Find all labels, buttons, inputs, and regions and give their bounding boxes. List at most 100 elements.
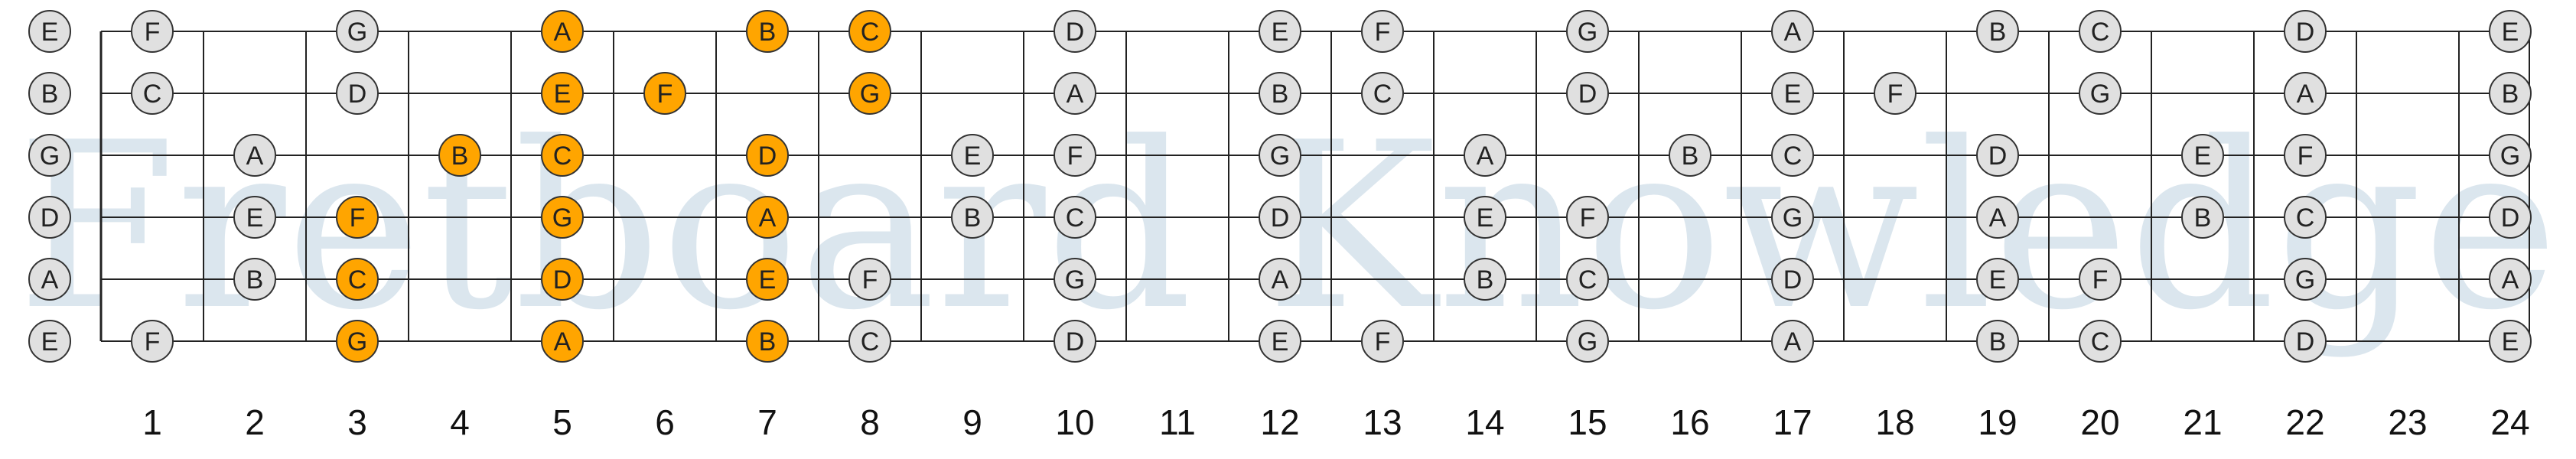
note-label: B — [2194, 203, 2212, 233]
fret-note: E — [951, 134, 994, 177]
note-circle — [951, 134, 994, 177]
note-label: B — [2502, 80, 2519, 109]
fret-note: D — [1771, 258, 1814, 301]
note-circle — [1771, 134, 1814, 177]
note-label: F — [657, 80, 673, 109]
note-label: F — [2092, 265, 2109, 295]
note-circle — [1771, 196, 1814, 239]
note-label: A — [1477, 142, 1494, 171]
note-label: D — [1271, 203, 1290, 233]
note-circle — [2284, 10, 2327, 53]
fret-note: D — [1976, 134, 2019, 177]
fret-number-label: 22 — [2285, 402, 2324, 442]
note-label: B — [41, 80, 59, 109]
note-circle — [2489, 196, 2532, 239]
open-string-note: D — [28, 196, 71, 239]
note-label: A — [1067, 80, 1084, 109]
note-circle — [1566, 72, 1609, 115]
note-label: A — [1784, 327, 1802, 356]
note-label: F — [1375, 18, 1391, 47]
note-circle — [1361, 72, 1404, 115]
highlighted-note: F — [336, 196, 379, 239]
note-circle — [1259, 72, 1301, 115]
note-circle — [131, 10, 174, 53]
fret-note: C — [848, 320, 891, 363]
fret-note: C — [2079, 10, 2122, 53]
fret-note: A — [2489, 258, 2532, 301]
fret-note: G — [2079, 72, 2122, 115]
fret-note: B — [233, 258, 276, 301]
fret-note: D — [1054, 10, 1096, 53]
open-string-note: B — [28, 72, 71, 115]
fret-number-label: 8 — [860, 402, 880, 442]
note-label: F — [2298, 142, 2314, 171]
fret-note: D — [1054, 320, 1096, 363]
note-circle — [233, 196, 276, 239]
note-label: B — [1682, 142, 1699, 171]
fret-note: E — [1464, 196, 1506, 239]
note-circle — [28, 196, 71, 239]
note-circle — [2079, 320, 2122, 363]
fret-note: C — [1054, 196, 1096, 239]
note-circle — [28, 134, 71, 177]
string-lines — [101, 31, 2529, 342]
note-label: A — [554, 18, 572, 47]
note-label: F — [1580, 203, 1596, 233]
highlighted-note: E — [746, 258, 789, 301]
fret-note: D — [1566, 72, 1609, 115]
note-circle — [336, 320, 379, 363]
fret-note: A — [2284, 72, 2327, 115]
note-label: C — [1066, 203, 1085, 233]
note-circle — [1054, 258, 1096, 301]
note-label: G — [552, 203, 572, 233]
note-label: G — [40, 142, 60, 171]
note-label: A — [2502, 265, 2519, 295]
note-circle — [1361, 10, 1404, 53]
fret-note: G — [1566, 320, 1609, 363]
note-circle — [1771, 320, 1814, 363]
note-label: F — [145, 327, 161, 356]
fret-note: F — [848, 258, 891, 301]
open-string-note: E — [28, 10, 71, 53]
fret-note: C — [1771, 134, 1814, 177]
fret-number-label: 9 — [962, 402, 982, 442]
note-circle — [336, 10, 379, 53]
note-label: C — [553, 142, 572, 171]
note-circle — [541, 134, 584, 177]
note-label: G — [860, 80, 880, 109]
note-circle — [2284, 196, 2327, 239]
note-circle — [1361, 320, 1404, 363]
note-label: A — [41, 265, 59, 295]
note-circle — [541, 320, 584, 363]
note-circle — [2489, 10, 2532, 53]
note-label: D — [1783, 265, 1803, 295]
note-circle — [1259, 134, 1301, 177]
note-label: D — [41, 203, 60, 233]
fret-note: B — [2181, 196, 2224, 239]
note-label: F — [1067, 142, 1083, 171]
highlighted-note: A — [541, 320, 584, 363]
fret-note: B — [2489, 72, 2532, 115]
fret-note: G — [2489, 134, 2532, 177]
note-circle — [2284, 320, 2327, 363]
fret-note: D — [1259, 196, 1301, 239]
fret-note: E — [1259, 320, 1301, 363]
fret-note: E — [1259, 10, 1301, 53]
fret-number-label: 17 — [1773, 402, 1812, 442]
note-circle — [541, 10, 584, 53]
note-label: B — [451, 142, 469, 171]
note-circle — [233, 134, 276, 177]
open-string-note: G — [28, 134, 71, 177]
fret-number-label: 11 — [1159, 402, 1196, 442]
note-circle — [1771, 258, 1814, 301]
fret-note: C — [131, 72, 174, 115]
note-circle — [643, 72, 686, 115]
note-label: B — [1477, 265, 1494, 295]
note-label: G — [2090, 80, 2110, 109]
fret-number-label: 15 — [1568, 402, 1607, 442]
fret-note: G — [1054, 258, 1096, 301]
note-circle — [1566, 320, 1609, 363]
